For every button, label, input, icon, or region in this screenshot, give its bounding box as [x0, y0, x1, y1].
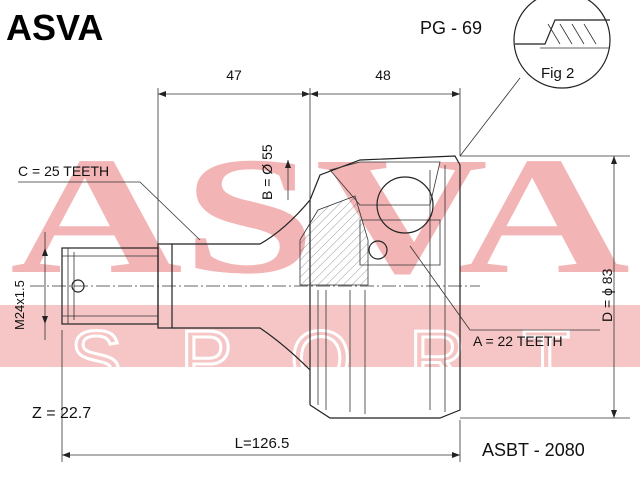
callout-a-teeth: A = 22 TEETH — [473, 333, 563, 349]
dim-outer: D = ϕ 83 — [599, 268, 615, 322]
brand-logo: ASVA — [6, 7, 103, 48]
dim-bore: B = Ø 55 — [259, 144, 275, 200]
callout-z: Z = 22.7 — [32, 405, 91, 422]
part-code: PG - 69 — [420, 18, 482, 38]
dim-top-left: 47 — [226, 67, 242, 83]
dim-length: L=126.5 — [235, 435, 290, 452]
dim-thread: M24x1.5 — [12, 280, 27, 330]
shaft — [61, 199, 311, 371]
fig-label: Fig 2 — [541, 65, 574, 82]
callout-c-teeth: C = 25 TEETH — [18, 163, 109, 179]
article-number: ASBT - 2080 — [482, 440, 585, 460]
fig-detail: Fig 2 — [459, 0, 611, 157]
cv-joint-housing — [299, 155, 461, 419]
watermark-band — [0, 305, 640, 367]
dim-top-right: 48 — [375, 67, 391, 83]
dimension-lines — [18, 88, 630, 462]
